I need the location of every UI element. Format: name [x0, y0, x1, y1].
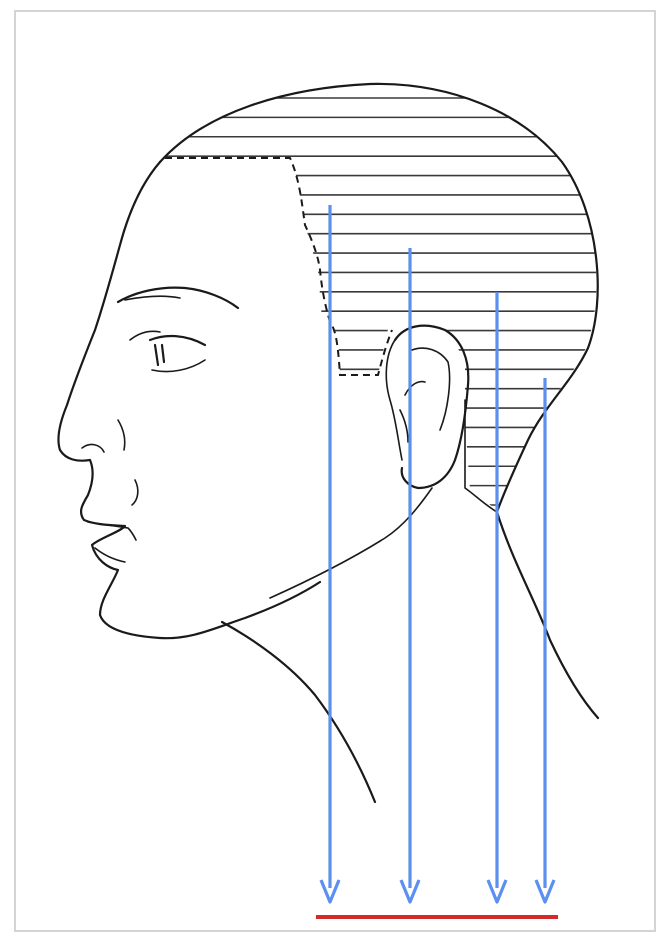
eye-iris: [155, 345, 164, 365]
nasolabial-line: [118, 420, 125, 450]
ear-inner: [386, 340, 449, 460]
cheek-line: [132, 480, 138, 505]
eye-lower-lid: [152, 360, 205, 372]
arrow: [321, 205, 339, 902]
arrow: [536, 378, 554, 902]
hair-hatching: [150, 98, 610, 505]
eye-upper-lid: [150, 336, 205, 345]
nape-boundary: [465, 400, 497, 512]
face-profile-outline: [58, 162, 320, 638]
jawline: [270, 488, 432, 598]
arrows: [321, 205, 554, 902]
nostril: [82, 445, 104, 452]
neck-back-outline: [497, 512, 598, 718]
arrow: [401, 248, 419, 902]
eyebrow-inner: [125, 296, 180, 300]
neck-front-outline: [222, 622, 375, 802]
arrow: [488, 292, 506, 902]
back-of-head-outline: [160, 84, 598, 512]
